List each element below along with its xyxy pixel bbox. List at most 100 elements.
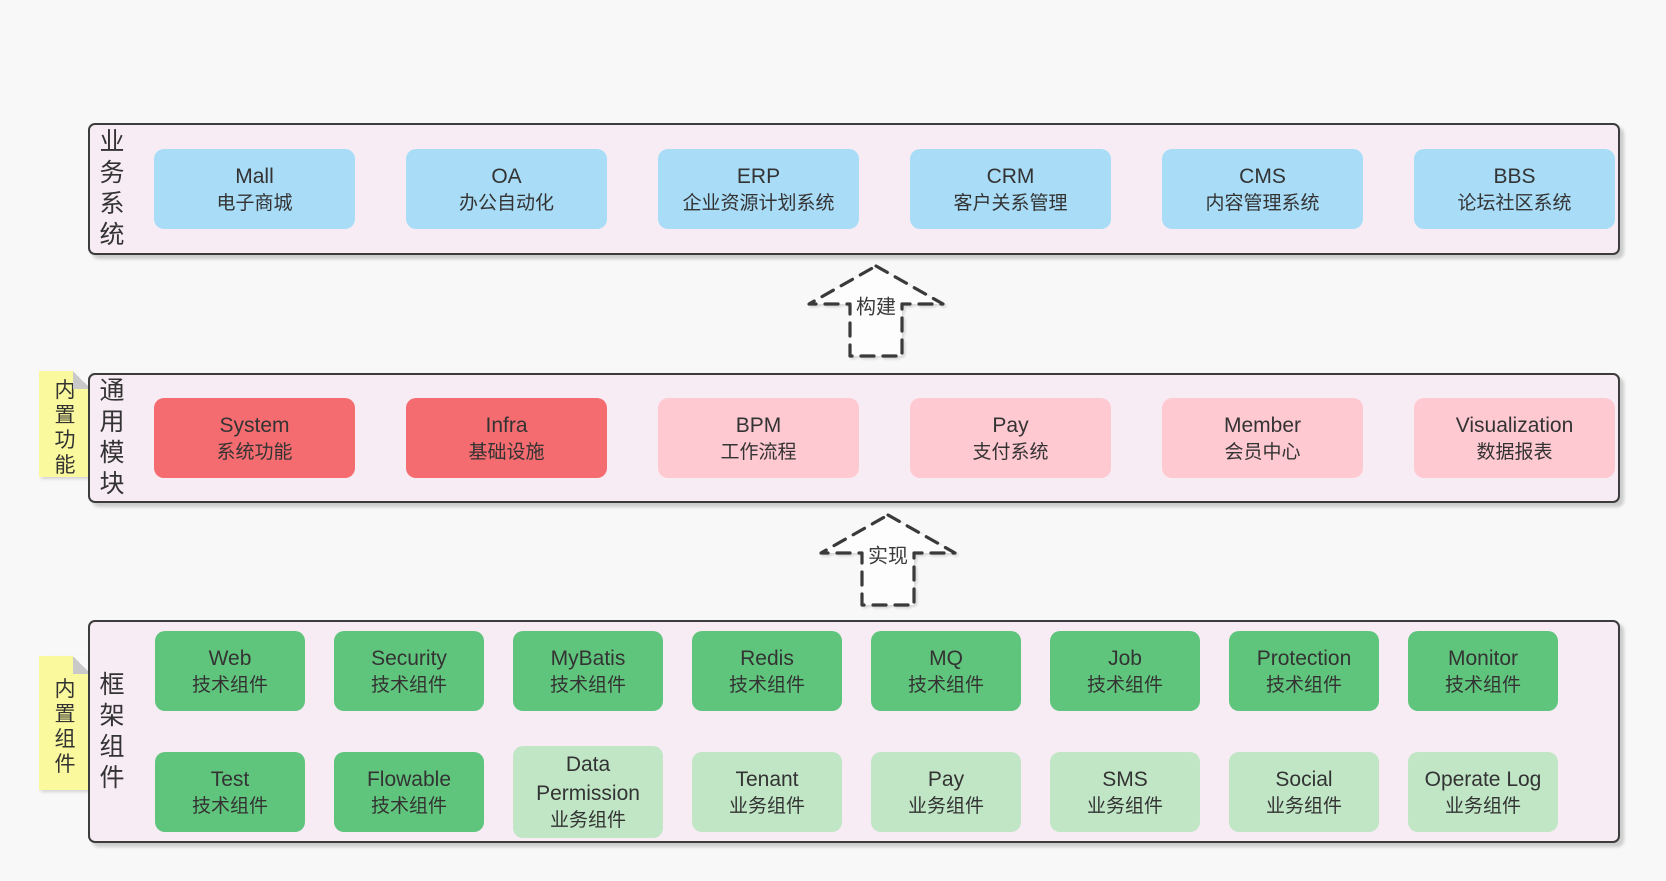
box-subtitle: 技术组件 xyxy=(191,795,268,817)
layer-label-text: 框架组件 xyxy=(99,670,125,792)
diagram-box-member: Member 会员中心 xyxy=(1162,398,1363,478)
sticky-note-text: 内置功能 xyxy=(54,379,76,477)
box-title: Monitor xyxy=(1447,646,1519,670)
box-title: Infra xyxy=(485,413,528,437)
box-subtitle: 技术组件 xyxy=(549,674,626,696)
arrow-implement: 实现 xyxy=(818,512,958,608)
diagram-box-bbs: BBS 论坛社区系统 xyxy=(1414,149,1615,229)
box-subtitle: 业务组件 xyxy=(549,810,626,831)
box-subtitle: 企业资源计划系统 xyxy=(682,192,835,214)
diagram-box-mall: Mall 电子商城 xyxy=(154,149,355,229)
box-subtitle: 业务组件 xyxy=(1086,795,1163,817)
box-subtitle: 客户关系管理 xyxy=(953,192,1068,214)
layer-label-business-systems: 业务系统 xyxy=(90,125,134,253)
box-title: Test xyxy=(210,767,250,791)
box-subtitle: 技术组件 xyxy=(1265,674,1342,696)
diagram-box-mybatis: MyBatis 技术组件 xyxy=(513,631,663,711)
box-title: Job xyxy=(1108,646,1142,670)
diagram-box-operate-log: Operate Log 业务组件 xyxy=(1408,752,1558,832)
box-title: CRM xyxy=(986,164,1035,188)
diagram-box-job: Job 技术组件 xyxy=(1050,631,1200,711)
folded-corner-icon xyxy=(73,656,91,674)
layer-label-common-modules: 通用模块 xyxy=(90,375,134,501)
box-title: ERP xyxy=(736,164,781,188)
box-subtitle: 技术组件 xyxy=(728,674,805,696)
diagram-box-data-permission: Data Permission 业务组件 xyxy=(513,746,663,838)
box-title: Flowable xyxy=(366,767,452,791)
box-subtitle: 业务组件 xyxy=(907,795,984,817)
box-subtitle: 技术组件 xyxy=(1444,674,1521,696)
folded-corner-icon xyxy=(73,371,91,389)
box-title: SMS xyxy=(1102,767,1148,791)
box-subtitle: 系统功能 xyxy=(216,441,293,463)
box-subtitle: 论坛社区系统 xyxy=(1457,192,1572,214)
box-subtitle: 会员中心 xyxy=(1224,441,1301,463)
layer-label-text: 业务系统 xyxy=(99,128,125,249)
box-title: CMS xyxy=(1239,164,1286,188)
layer-common-modules: 通用模块 System 系统功能 Infra 基础设施 BPM 工作流程 Pay 支付系统 Me… xyxy=(88,373,1620,503)
box-subtitle: 技术组件 xyxy=(370,795,447,817)
box-subtitle: 业务组件 xyxy=(1444,795,1521,817)
box-title: BPM xyxy=(735,413,782,437)
box-title: MQ xyxy=(929,646,963,670)
box-subtitle: 业务组件 xyxy=(1265,795,1342,817)
diagram-box-tenant: Tenant 业务组件 xyxy=(692,752,842,832)
box-subtitle: 技术组件 xyxy=(907,674,984,696)
box-title: Pay xyxy=(992,413,1029,437)
box-subtitle: 内容管理系统 xyxy=(1205,192,1320,214)
box-subtitle: 基础设施 xyxy=(468,441,545,463)
box-title: BBS xyxy=(1493,164,1536,188)
box-title: Redis xyxy=(740,646,794,670)
sticky-note-text: 内置组件 xyxy=(54,678,76,776)
box-title: OA xyxy=(491,164,522,188)
layer-label-framework-components: 框架组件 xyxy=(90,622,134,841)
diagram-box-monitor: Monitor 技术组件 xyxy=(1408,631,1558,711)
box-title: Member xyxy=(1223,413,1302,437)
diagram-box-pay: Pay 业务组件 xyxy=(871,752,1021,832)
box-title: Visualization xyxy=(1455,413,1574,437)
box-subtitle: 支付系统 xyxy=(972,441,1049,463)
box-title: Mall xyxy=(235,164,274,188)
diagram-box-cms: CMS 内容管理系统 xyxy=(1162,149,1363,229)
layer-label-text: 通用模块 xyxy=(99,377,125,498)
box-title: System xyxy=(219,413,290,437)
box-title: Pay xyxy=(927,767,965,791)
diagram-box-test: Test 技术组件 xyxy=(155,752,305,832)
diagram-box-sms: SMS 业务组件 xyxy=(1050,752,1200,832)
diagram-box-system: System 系统功能 xyxy=(154,398,355,478)
diagram-box-redis: Redis 技术组件 xyxy=(692,631,842,711)
box-title: Data Permission xyxy=(536,753,640,805)
diagram-box-pay: Pay 支付系统 xyxy=(910,398,1111,478)
diagram-box-infra: Infra 基础设施 xyxy=(406,398,607,478)
common-modules-box-row: System 系统功能 Infra 基础设施 BPM 工作流程 Pay 支付系统 Member 会… xyxy=(134,375,1618,501)
sticky-note-builtin-components: 内置组件 xyxy=(39,656,91,790)
box-subtitle: 业务组件 xyxy=(728,795,805,817)
box-subtitle: 电子商城 xyxy=(216,192,293,214)
box-title: Tenant xyxy=(735,767,799,791)
box-title: MyBatis xyxy=(550,646,626,670)
diagram-box-protection: Protection 技术组件 xyxy=(1229,631,1379,711)
box-title: Operate Log xyxy=(1424,767,1542,791)
diagram-box-bpm: BPM 工作流程 xyxy=(658,398,859,478)
box-subtitle: 技术组件 xyxy=(1086,674,1163,696)
diagram-box-mq: MQ 技术组件 xyxy=(871,631,1021,711)
box-title: Web xyxy=(208,646,252,670)
box-subtitle: 技术组件 xyxy=(370,674,447,696)
arrow-implement-label: 实现 xyxy=(864,538,912,570)
sticky-note-builtin-features: 内置功能 xyxy=(39,371,91,477)
diagram-box-flowable: Flowable 技术组件 xyxy=(334,752,484,832)
box-subtitle: 工作流程 xyxy=(720,441,797,463)
box-title: Protection xyxy=(1256,646,1352,670)
